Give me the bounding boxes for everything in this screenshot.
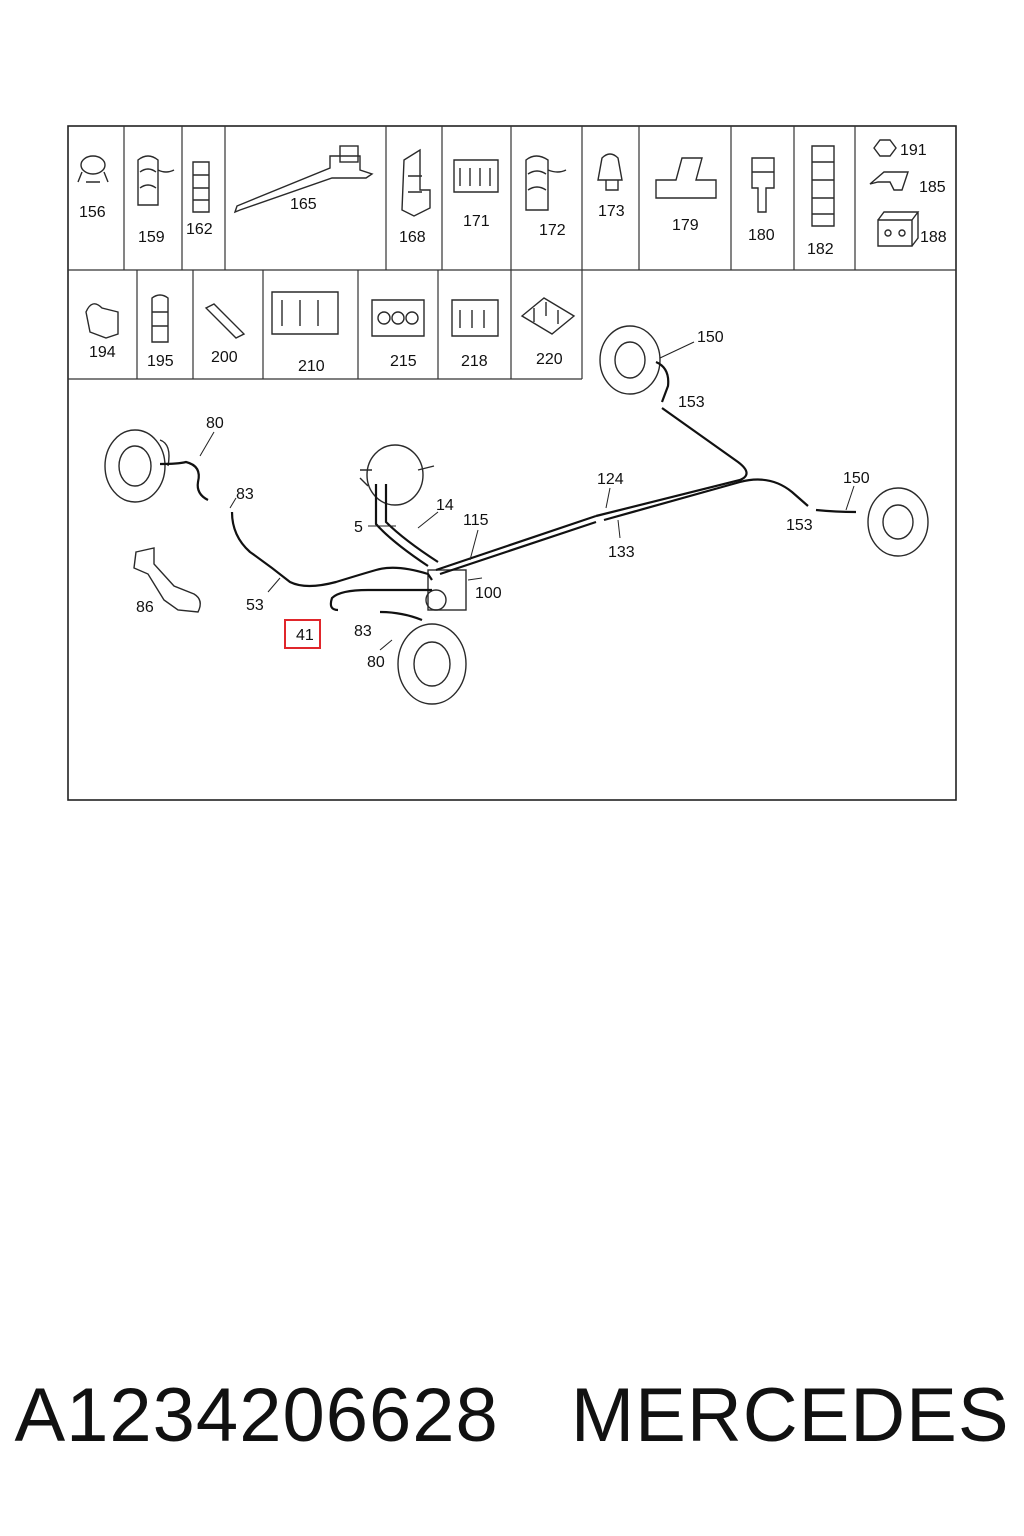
nut-191-drawing: [873, 139, 897, 157]
callout-53: 53: [246, 597, 264, 614]
callout-86: 86: [136, 599, 154, 616]
label-215: 215: [390, 353, 417, 370]
brake-disc-rear-right: [867, 487, 929, 557]
callout-115: 115: [463, 512, 489, 529]
block-188-drawing: [877, 211, 920, 247]
clip-185-drawing: [869, 171, 909, 191]
label-188: 188: [920, 229, 947, 246]
callout-41-highlight: [284, 619, 321, 649]
callout-80-rear-left: 80: [367, 654, 385, 671]
label-156: 156: [79, 204, 106, 221]
footer-caption: A1234206628 MERCEDES: [0, 1372, 1024, 1482]
leader-lines: [199, 341, 855, 651]
clip-215-drawing: [371, 299, 425, 337]
callout-153-front-right: 153: [678, 394, 705, 411]
clip-159-drawing: [137, 155, 175, 206]
label-159: 159: [138, 229, 165, 246]
clip-182-drawing: [811, 145, 835, 227]
label-200: 200: [211, 349, 238, 366]
brake-booster: [359, 444, 435, 506]
clip-179-drawing: [655, 157, 717, 199]
brake-disc-front-right: [599, 325, 661, 395]
callout-80-front-left: 80: [206, 415, 224, 432]
callout-41: 41: [296, 627, 314, 644]
label-179: 179: [672, 217, 699, 234]
clip-168-drawing: [401, 148, 431, 217]
label-185: 185: [919, 179, 946, 196]
callout-14: 14: [436, 497, 454, 514]
callout-150-rear-right: 150: [843, 470, 870, 487]
label-182: 182: [807, 241, 834, 258]
clip-162-drawing: [192, 161, 210, 213]
callout-150-front-right: 150: [697, 329, 724, 346]
callout-83-front-left: 83: [236, 486, 254, 503]
clip-156-drawing: [77, 155, 109, 183]
label-171: 171: [463, 213, 490, 230]
label-165: 165: [290, 196, 317, 213]
brand-name: MERCEDES: [570, 1373, 1010, 1458]
callout-124: 124: [597, 471, 624, 488]
label-173: 173: [598, 203, 625, 220]
label-220: 220: [536, 351, 563, 368]
callout-100: 100: [475, 585, 502, 602]
label-194: 194: [89, 344, 116, 361]
label-180: 180: [748, 227, 775, 244]
clip-172-drawing: [525, 155, 567, 211]
callout-5: 5: [354, 519, 363, 536]
clip-180-drawing: [751, 157, 775, 213]
label-191: 191: [900, 142, 927, 159]
clip-218-drawing: [451, 299, 499, 337]
callout-153-rear-right: 153: [786, 517, 813, 534]
label-168: 168: [399, 229, 426, 246]
brake-disc-front-left: [104, 429, 170, 503]
clip-173-drawing: [597, 153, 623, 191]
clip-220-drawing: [520, 297, 576, 335]
brake-lines: [159, 360, 857, 622]
parts-grid-row2: [68, 270, 583, 380]
label-172: 172: [539, 222, 566, 239]
label-210: 210: [298, 358, 325, 375]
part-number: A1234206628: [14, 1373, 499, 1458]
sleeve-200-drawing: [204, 303, 246, 339]
clip-194-drawing: [85, 303, 119, 339]
label-195: 195: [147, 353, 174, 370]
label-218: 218: [461, 353, 488, 370]
label-162: 162: [186, 221, 213, 238]
callout-83-rear-left: 83: [354, 623, 372, 640]
callout-133: 133: [608, 544, 635, 561]
parts-grid-row1: [68, 126, 956, 271]
bracket-86-drawing: [133, 547, 201, 613]
clip-195-drawing: [151, 294, 169, 343]
clip-171-drawing: [453, 159, 499, 193]
brake-disc-rear-left: [397, 623, 467, 705]
sensor-165-drawing: [233, 145, 374, 214]
clip-210-drawing: [271, 291, 339, 335]
diagram-frame: [67, 125, 957, 801]
